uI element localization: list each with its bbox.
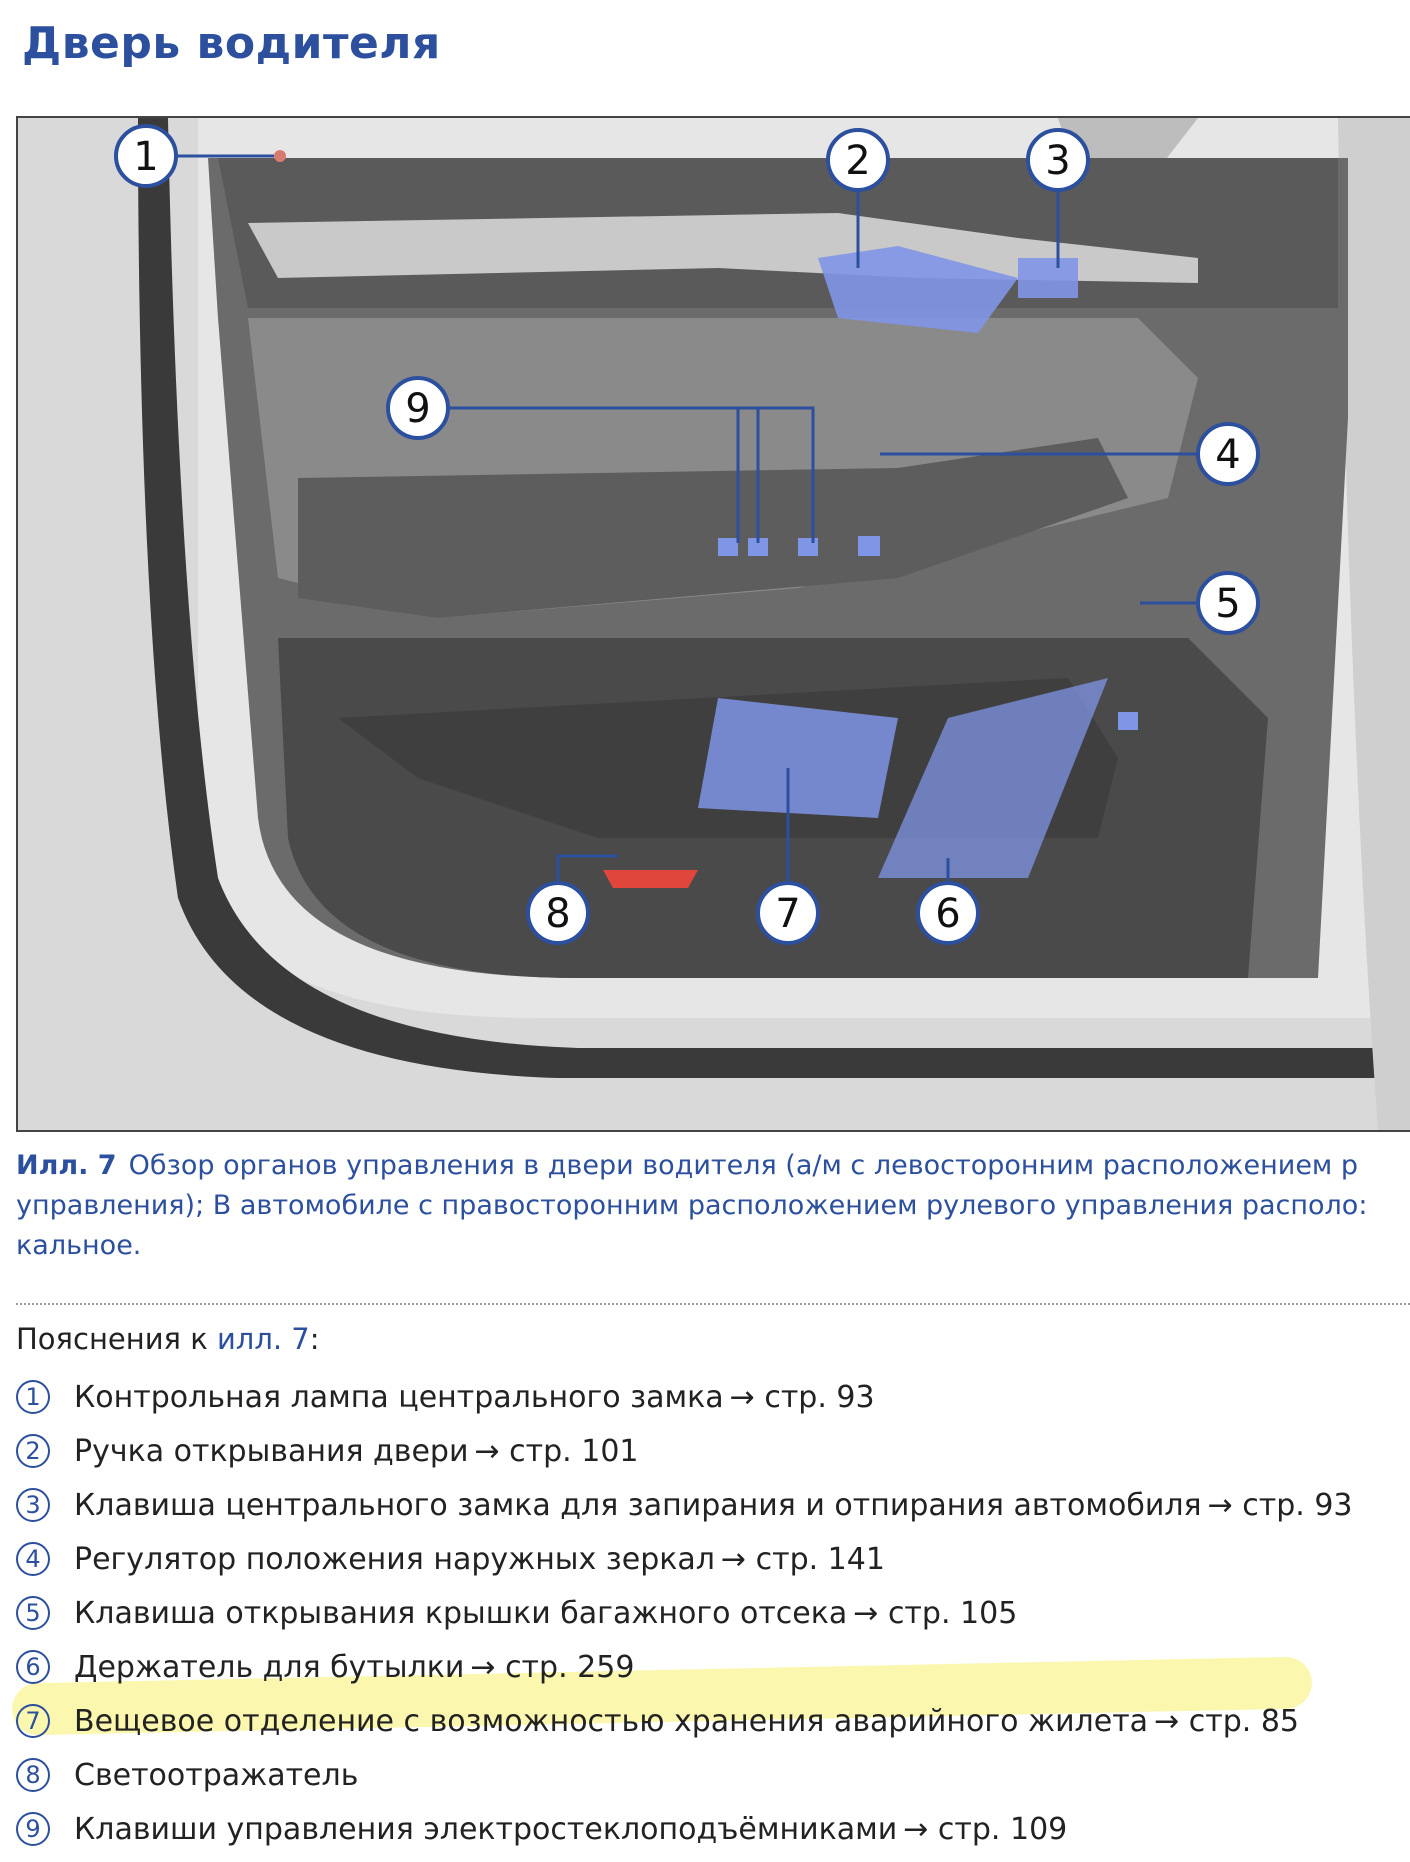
legend-text: Держатель для бутылки	[74, 1649, 465, 1685]
callout-6: 6	[916, 881, 980, 945]
page-reference-link[interactable]: → стр. 85	[1154, 1703, 1299, 1739]
legend-text: Вещевое отделение с возможностью хранени…	[74, 1703, 1149, 1739]
svg-text:5: 5	[1215, 581, 1240, 627]
page-reference-link[interactable]: → стр. 109	[903, 1811, 1068, 1847]
legend-text: Клавиши управления электростеклоподъёмни…	[74, 1811, 898, 1847]
caption-line-1: Обзор органов управления в двери водител…	[128, 1150, 1359, 1181]
legend-list: 1 Контрольная лампа центрального замка →…	[16, 1370, 1410, 1856]
page-title: Дверь водителя	[22, 18, 441, 69]
callout-5: 5	[1196, 571, 1260, 635]
svg-text:2: 2	[845, 138, 870, 184]
callout-9: 9	[386, 376, 450, 440]
legend-item-9: 9 Клавиши управления электростеклоподъём…	[16, 1802, 1410, 1856]
legend-number: 9	[16, 1812, 50, 1846]
legend-item-6: 6 Держатель для бутылки → стр. 259	[16, 1640, 1410, 1694]
legend-number: 6	[16, 1650, 50, 1684]
legend-item-5: 5 Клавиша открывания крышки багажного от…	[16, 1586, 1410, 1640]
legend-item-2: 2 Ручка открывания двери → стр. 101	[16, 1424, 1410, 1478]
legend-heading-suffix: :	[309, 1322, 320, 1356]
svg-text:6: 6	[935, 891, 960, 937]
legend-text: Клавиша центрального замка для запирания…	[74, 1487, 1202, 1523]
legend-item-8: 8 Светоотражатель	[16, 1748, 1410, 1802]
caption-line-2: управления); В автомобиле с правосторонн…	[16, 1190, 1368, 1221]
legend-number: 5	[16, 1596, 50, 1630]
legend-heading: Пояснения к илл. 7:	[16, 1322, 320, 1356]
svg-text:4: 4	[1215, 432, 1240, 478]
callout-1: 1	[114, 124, 178, 188]
legend-heading-prefix: Пояснения к	[16, 1322, 217, 1356]
callout-7: 7	[756, 881, 820, 945]
legend-item-3: 3 Клавиша центрального замка для запиран…	[16, 1478, 1410, 1532]
legend-item-7: 7 Вещевое отделение с возможностью хране…	[16, 1694, 1410, 1748]
page-reference-link[interactable]: → стр. 93	[1207, 1487, 1353, 1523]
legend-number: 4	[16, 1542, 50, 1576]
callout-3: 3	[1026, 128, 1090, 192]
legend-number: 7	[16, 1704, 50, 1738]
legend-text: Клавиша открывания крышки багажного отсе…	[74, 1595, 848, 1631]
callout-8: 8	[526, 881, 590, 945]
legend-number: 3	[16, 1488, 50, 1522]
callout-2: 2	[826, 128, 890, 192]
legend-text: Светоотражатель	[74, 1757, 359, 1793]
callout-4: 4	[1196, 422, 1260, 486]
page-reference-link[interactable]: → стр. 105	[853, 1595, 1018, 1631]
legend-text: Ручка открывания двери	[74, 1433, 469, 1469]
door-illustration: 1 2 3 9 4 5 8	[16, 116, 1410, 1132]
divider	[16, 1303, 1410, 1305]
legend-number: 2	[16, 1434, 50, 1468]
caption-line-3: кальное.	[16, 1230, 142, 1261]
legend-item-1: 1 Контрольная лампа центрального замка →…	[16, 1370, 1410, 1424]
svg-text:1: 1	[133, 134, 158, 180]
svg-text:8: 8	[545, 891, 570, 937]
page-reference-link[interactable]: → стр. 101	[474, 1433, 639, 1469]
page-reference-link[interactable]: → стр. 259	[470, 1649, 635, 1685]
figure-caption: Илл. 7 Обзор органов управления в двери в…	[16, 1146, 1410, 1266]
legend-text: Контрольная лампа центрального замка	[74, 1379, 724, 1415]
svg-text:7: 7	[775, 891, 800, 937]
page-reference-link[interactable]: → стр. 141	[720, 1541, 885, 1577]
legend-number: 8	[16, 1758, 50, 1792]
figure-link[interactable]: илл. 7	[216, 1322, 310, 1356]
page-reference-link[interactable]: → стр. 93	[729, 1379, 875, 1415]
svg-text:9: 9	[405, 386, 430, 432]
legend-number: 1	[16, 1380, 50, 1414]
legend-item-4: 4 Регулятор положения наружных зеркал → …	[16, 1532, 1410, 1586]
legend-text: Регулятор положения наружных зеркал	[74, 1541, 715, 1577]
figure-label: Илл. 7	[16, 1150, 117, 1181]
svg-text:3: 3	[1045, 138, 1070, 184]
